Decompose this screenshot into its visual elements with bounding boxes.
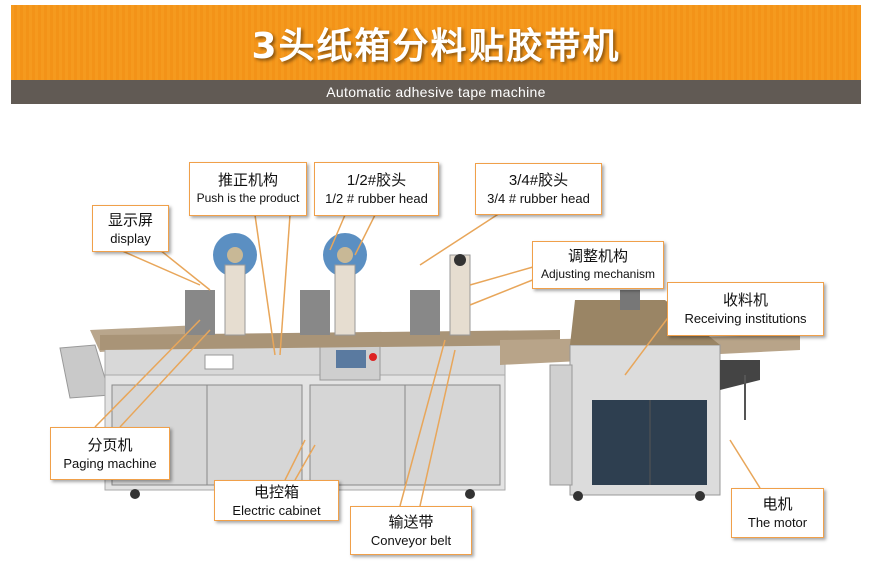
callout-motor-en: The motor (747, 515, 808, 530)
callout-display-zh: 显示屏 (107, 211, 153, 229)
callout-cabinet: 电控箱 Electric cabinet (214, 480, 339, 521)
callout-receive-en: Receiving institutions (684, 311, 807, 326)
callout-head34: 3/4#胶头 3/4 # rubber head (475, 163, 602, 215)
callout-adjust: 调整机构 Adjusting mechanism (532, 241, 664, 289)
callout-receive: 收料机 Receiving institutions (667, 282, 824, 336)
callout-paging-zh: 分页机 (87, 436, 133, 454)
callout-cabinet-en: Electric cabinet (232, 502, 321, 518)
callout-adjust-zh: 调整机构 (567, 248, 628, 265)
title-banner: 3头纸箱分料贴胶带机 (11, 5, 861, 80)
callout-motor: 电机 The motor (731, 488, 824, 538)
callout-head34-en: 3/4 # rubber head (487, 191, 590, 206)
callout-paging: 分页机 Paging machine (50, 427, 170, 480)
callout-display-en: display (110, 230, 151, 246)
page-title: 3头纸箱分料贴胶带机 (251, 25, 621, 67)
callout-cabinet-zh: 电控箱 (253, 483, 299, 501)
callout-conveyor: 输送带 Conveyor belt (350, 506, 472, 555)
callout-conveyor-en: Conveyor belt (370, 532, 452, 548)
subtitle-bar: Automatic adhesive tape machine (11, 80, 861, 104)
callout-receive-zh: 收料机 (722, 292, 768, 309)
callout-head12-en: 1/2 # rubber head (325, 191, 428, 206)
callout-adjust-en: Adjusting mechanism (540, 267, 656, 281)
callout-head12: 1/2#胶头 1/2 # rubber head (314, 162, 439, 216)
callout-head12-zh: 1/2#胶头 (346, 172, 407, 189)
callout-conveyor-zh: 输送带 (388, 513, 434, 531)
callout-motor-zh: 电机 (762, 496, 793, 513)
callout-paging-en: Paging machine (63, 455, 157, 471)
callout-head34-zh: 3/4#胶头 (508, 172, 569, 189)
callout-push: 推正机构 Push is the product (189, 162, 307, 216)
callout-push-en: Push is the product (196, 191, 300, 205)
callout-display: 显示屏 display (92, 205, 169, 252)
callout-push-zh: 推正机构 (217, 172, 278, 189)
